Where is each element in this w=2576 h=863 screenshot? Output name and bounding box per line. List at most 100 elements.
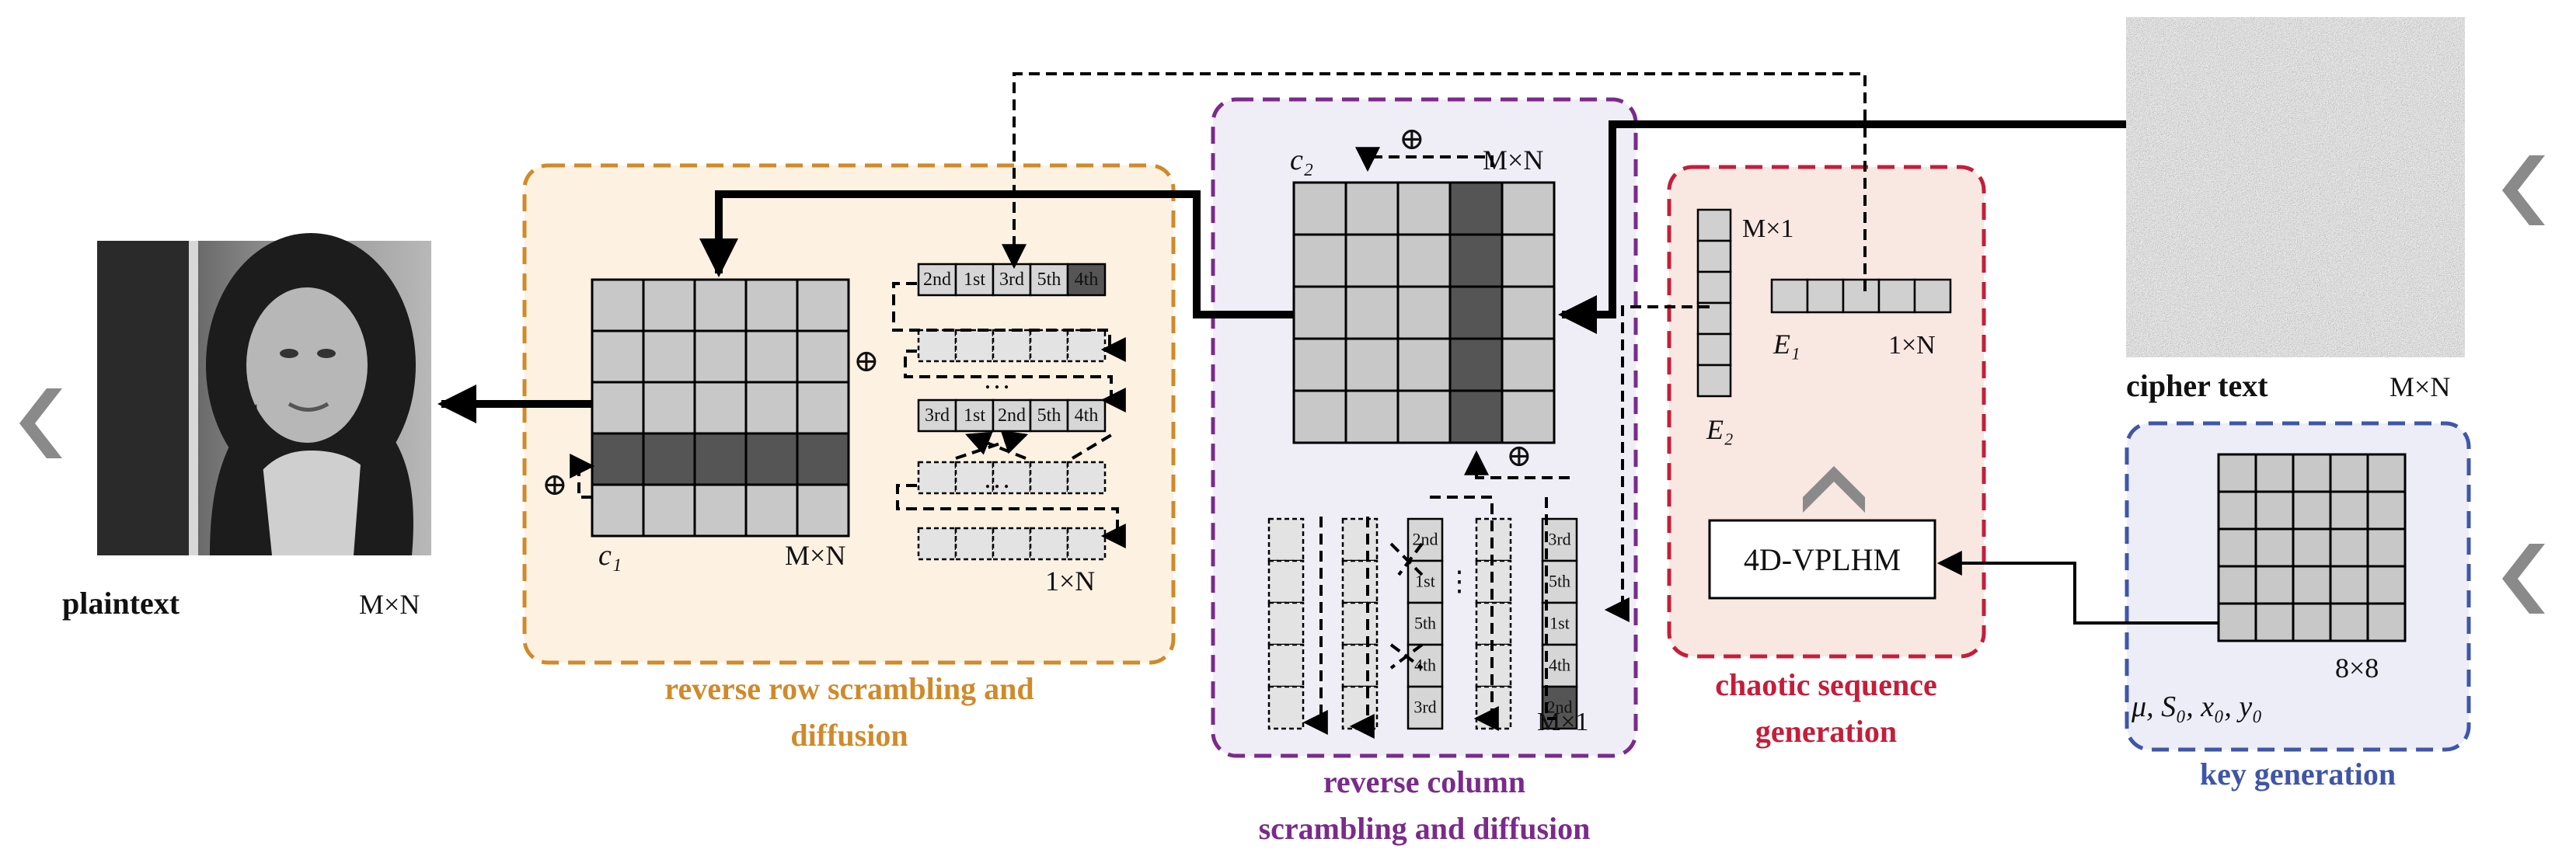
- matrix-cell: [642, 432, 696, 486]
- column-vector-intermediate: [1341, 517, 1379, 730]
- vector-cell: [1029, 329, 1069, 363]
- dots-label: …: [983, 364, 1011, 395]
- matrix-cell: [591, 381, 645, 435]
- key-cell: [2217, 565, 2257, 605]
- key-cell: [2254, 602, 2295, 642]
- vector-cell: [917, 398, 957, 433]
- matrix-cell: [1501, 285, 1556, 340]
- key-stage-title: key generation: [2200, 757, 2396, 792]
- key-cell: [2217, 453, 2257, 493]
- xor-symbol: ⊕: [853, 343, 880, 378]
- key-cell: [2329, 602, 2369, 642]
- e2-vector: [1696, 208, 1732, 398]
- chevron-left-icon[interactable]: [2502, 155, 2545, 225]
- key-cell: [2366, 565, 2407, 605]
- vector-cell: [1267, 685, 1305, 730]
- order-label: 1st: [964, 405, 985, 426]
- row-stage-title: reverse row scrambling and: [664, 671, 1034, 706]
- order-label: 4th: [1414, 655, 1436, 674]
- vector-cell: [917, 461, 957, 495]
- xor-symbol: ⊕: [542, 467, 568, 502]
- matrix-cell: [796, 483, 850, 538]
- order-label: 1st: [1549, 613, 1570, 632]
- vector-cell: [1066, 263, 1107, 297]
- key-cell: [2329, 527, 2369, 568]
- matrix-cell: [1448, 181, 1504, 236]
- vector-cell: [1877, 278, 1916, 314]
- matrix-cell: [642, 329, 696, 384]
- key-cell: [2217, 527, 2257, 568]
- vector-cell: [1029, 527, 1069, 561]
- matrix-cell: [744, 432, 799, 486]
- matrix-cell: [744, 381, 799, 435]
- key-cell: [2366, 602, 2407, 642]
- matrix-cell: [796, 278, 850, 332]
- matrix-cell: [1396, 285, 1452, 340]
- matrix-cell: [1448, 389, 1504, 444]
- matrix-cell: [591, 329, 645, 384]
- chevron-left-icon[interactable]: [19, 388, 62, 458]
- vector-cell: [992, 527, 1032, 561]
- matrix-cell: [744, 483, 799, 538]
- order-label: 2nd: [998, 405, 1026, 426]
- vector-cell: [1267, 517, 1305, 562]
- matrix-cell: [1292, 285, 1347, 340]
- matrix-cell: [1396, 233, 1452, 288]
- key-matrix: [2217, 453, 2407, 642]
- vector-cell: [1066, 461, 1107, 495]
- key-cell: [2366, 490, 2407, 531]
- row-vector-result: [917, 527, 1107, 561]
- vector-cell: [954, 527, 995, 561]
- c2-to-c1-arrow: [699, 190, 1294, 318]
- matrix-cell: [1344, 285, 1400, 340]
- vector-cell: [1696, 332, 1732, 367]
- order-label: 3rd: [999, 270, 1024, 290]
- cipher-image: [2126, 17, 2465, 357]
- matrix-cell: [796, 381, 850, 435]
- key-cell: [2254, 565, 2295, 605]
- row-vector-size-label: 1×N: [1045, 565, 1095, 597]
- order-label: 4th: [1075, 270, 1099, 290]
- xor-symbol: ⊕: [1506, 438, 1532, 473]
- chevron-left-icon[interactable]: [2502, 544, 2545, 614]
- key-cell: [2292, 453, 2332, 493]
- matrix-cell: [642, 278, 696, 332]
- e2-size-label: M×1: [1742, 214, 1793, 243]
- key-cell: [2254, 527, 2295, 568]
- order-label: 4th: [1075, 405, 1099, 426]
- vector-cell: [992, 329, 1032, 363]
- matrix-cell: [1396, 337, 1452, 392]
- key-cell: [2366, 453, 2407, 493]
- vector-cell: [1407, 601, 1444, 646]
- matrix-cell: [1396, 181, 1452, 236]
- xor-symbol: ⊕: [1399, 121, 1425, 156]
- vector-cell: [954, 461, 995, 495]
- order-label: 2nd: [1547, 697, 1573, 716]
- vector-cell: [1913, 278, 1952, 314]
- matrix-cell: [591, 483, 645, 538]
- matrix-cell: [1501, 337, 1556, 392]
- vector-cell: [1341, 601, 1379, 646]
- vector-cell: [1696, 270, 1732, 304]
- vector-cell: [1066, 527, 1107, 561]
- key-cell: [2329, 453, 2369, 493]
- order-label: 5th: [1037, 270, 1061, 290]
- vector-cell: [1407, 559, 1444, 604]
- vector-cell: [992, 398, 1032, 433]
- matrix-cell: [1292, 181, 1347, 236]
- chaotic-stage-title-2: generation: [1755, 714, 1897, 749]
- vector-cell: [1541, 559, 1578, 604]
- c2-label: c₂: [1290, 144, 1313, 176]
- matrix-cell: [796, 432, 850, 486]
- matrix-cell: [693, 329, 748, 384]
- vector-cell: [917, 329, 957, 363]
- system-box[interactable]: [1708, 519, 1936, 600]
- e2-label: E₂: [1706, 414, 1734, 445]
- dots-label: …: [983, 463, 1011, 494]
- key-cell: [2292, 565, 2332, 605]
- key-cell: [2217, 602, 2257, 642]
- matrix-cell: [1448, 337, 1504, 392]
